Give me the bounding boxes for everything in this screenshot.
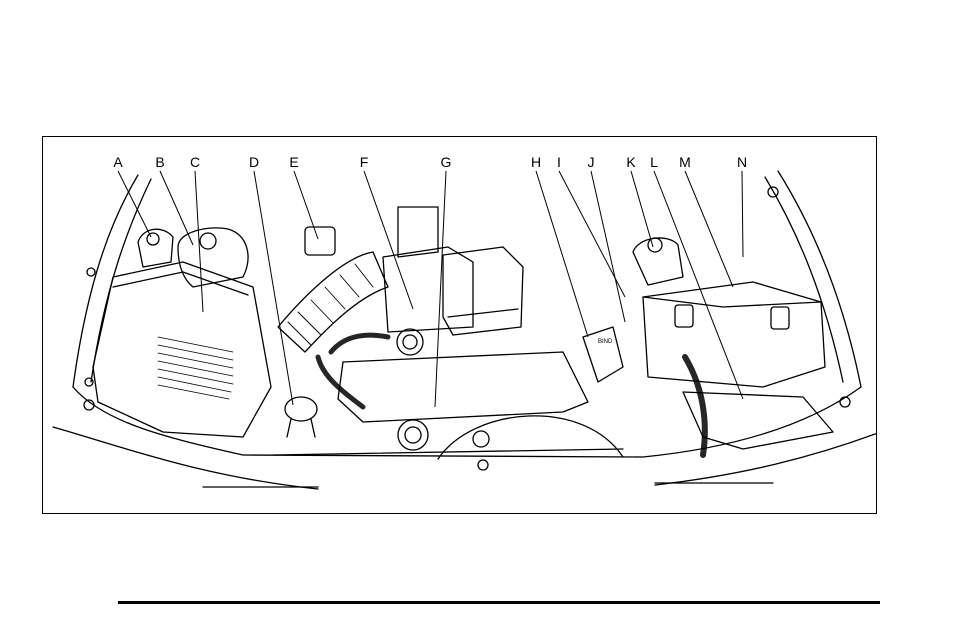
oil-fill-neck	[287, 419, 315, 437]
heater-hose	[331, 335, 388, 352]
callout-m: M	[679, 154, 691, 170]
coolant-reservoir	[178, 228, 248, 287]
underhood-fuse-box	[443, 247, 523, 335]
battery-top	[643, 297, 821, 307]
engine-fuse-block	[383, 247, 473, 332]
page-bottom-rule	[118, 601, 880, 604]
bolt-6	[478, 460, 488, 470]
callout-e: E	[289, 154, 298, 170]
upper-radiator-hose	[685, 357, 705, 455]
callout-leader-f	[364, 171, 413, 309]
coolant-reservoir-cap	[200, 233, 216, 249]
left-fender-edge	[73, 175, 138, 387]
battery-terminal-right	[771, 307, 789, 329]
callout-n: N	[737, 154, 747, 170]
battery-terminal-left	[675, 305, 693, 327]
front-bumper-line-left	[53, 427, 318, 489]
bolt-3	[840, 397, 850, 407]
fan-hub-bolt	[473, 431, 489, 447]
fuse-box-seam	[448, 309, 518, 317]
callout-h: H	[531, 154, 541, 170]
callout-c: C	[190, 154, 200, 170]
radiator-cap-lower	[398, 420, 428, 450]
callout-i: I	[557, 154, 561, 170]
callout-b: B	[155, 154, 164, 170]
washer-fluid-cap	[147, 233, 159, 245]
washer-fluid-tank	[138, 229, 173, 267]
front-bumper-line-right	[655, 433, 877, 485]
callout-a: A	[113, 154, 123, 170]
radiator-cap-text: BIND	[598, 339, 613, 345]
radiator-cap-lower-inner	[405, 427, 421, 443]
power-steering-reservoir	[583, 327, 623, 382]
air-cleaner-lid	[113, 272, 248, 295]
callout-g: G	[441, 154, 452, 170]
callout-leader-n	[742, 171, 743, 257]
callout-leader-d	[254, 171, 293, 405]
air-intake-ribs	[288, 264, 373, 345]
callout-f: F	[360, 154, 369, 170]
callout-j: J	[588, 154, 595, 170]
air-cleaner-ribs	[158, 337, 233, 399]
callout-leader-h	[536, 171, 588, 337]
engine-valve-cover	[338, 352, 588, 422]
bolt-1	[85, 378, 93, 386]
callout-k: K	[626, 154, 636, 170]
callout-leader-k	[631, 171, 653, 247]
callout-leader-c	[195, 171, 203, 312]
battery-box	[643, 282, 825, 387]
callout-l: L	[650, 154, 658, 170]
fan-shroud	[438, 416, 623, 459]
brake-master-area	[305, 227, 335, 255]
engine-oil-cap-g	[397, 329, 423, 355]
callout-leader-j	[591, 171, 625, 322]
callout-d: D	[249, 154, 259, 170]
engine-oil-cap-g-inner	[403, 335, 417, 349]
engine-lower-line	[273, 449, 623, 455]
oil-fill-cap	[285, 397, 317, 421]
reservoir-k-cap	[648, 238, 662, 252]
engine-drawing: BIND	[53, 171, 877, 489]
bolt-5	[87, 268, 95, 276]
reservoir-k	[633, 238, 683, 285]
right-fender-edge	[778, 171, 861, 387]
